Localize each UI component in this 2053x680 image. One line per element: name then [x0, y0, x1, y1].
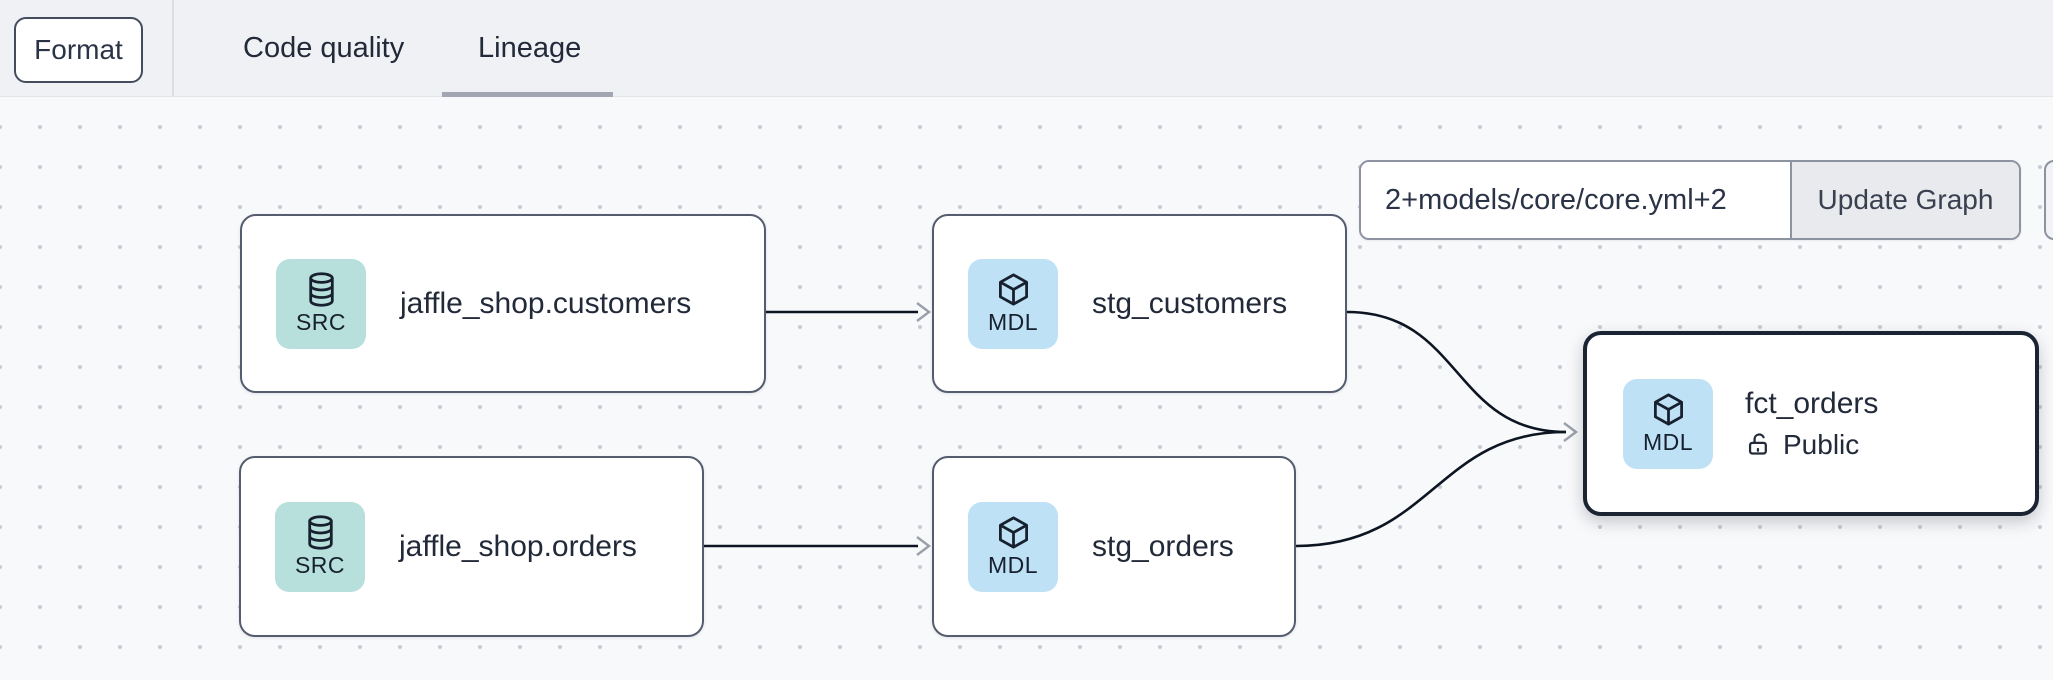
- access-label: Public: [1783, 428, 1860, 460]
- database-icon: [308, 272, 334, 307]
- editor-toolbar: Format Code quality Lineage: [0, 0, 2053, 97]
- node-type-label: SRC: [295, 309, 347, 335]
- access-badge: Public: [1745, 429, 1878, 461]
- node-label: jaffle_shop.customers: [400, 286, 692, 320]
- graph-selector-group: Update Graph: [1359, 160, 2021, 240]
- source-badge: SRC: [275, 501, 365, 592]
- lock-open-icon: [1748, 433, 1767, 455]
- database-icon: [307, 515, 333, 550]
- node-label: stg_orders: [1092, 529, 1234, 563]
- node-type-label: MDL: [987, 552, 1039, 578]
- source-badge: SRC: [276, 258, 366, 349]
- model-badge: MDL: [1623, 378, 1713, 469]
- edge-stg-customers-fct: [1346, 310, 1567, 434]
- tab-lineage[interactable]: Lineage: [478, 31, 582, 64]
- tab-code-quality[interactable]: Code quality: [243, 31, 405, 64]
- node-label: fct_orders: [1745, 386, 1879, 420]
- edge-stg-orders-fct: [1295, 430, 1567, 548]
- node-fct-orders[interactable]: MDL fct_orders Public: [1583, 331, 2039, 516]
- node-stg-customers[interactable]: MDL stg_customers: [932, 214, 1347, 393]
- graph-selector-input[interactable]: [1361, 162, 1790, 238]
- package-icon: [998, 516, 1028, 549]
- node-type-label: MDL: [1642, 429, 1694, 455]
- edge-arrowhead-icon: [916, 536, 931, 556]
- node-type-label: SRC: [294, 552, 346, 578]
- toolbar-divider: [172, 0, 174, 96]
- node-type-label: MDL: [987, 309, 1039, 335]
- update-graph-button[interactable]: Update Graph: [1790, 162, 2019, 238]
- node-label: jaffle_shop.orders: [399, 529, 637, 563]
- clipped-control-button[interactable]: [2044, 160, 2053, 240]
- lineage-canvas[interactable]: SRC jaffle_shop.customers MDL stg_custom…: [0, 97, 2053, 680]
- model-badge: MDL: [968, 501, 1058, 592]
- edge-arrowhead-icon: [916, 302, 931, 322]
- node-jaffle-shop-customers[interactable]: SRC jaffle_shop.customers: [240, 214, 766, 393]
- model-badge: MDL: [968, 258, 1058, 349]
- package-icon: [998, 273, 1028, 306]
- node-stg-orders[interactable]: MDL stg_orders: [932, 456, 1296, 637]
- active-tab-indicator: [442, 92, 613, 97]
- edge-arrowhead-icon: [1563, 422, 1578, 442]
- node-jaffle-shop-orders[interactable]: SRC jaffle_shop.orders: [239, 456, 704, 637]
- lineage-edges: [704, 302, 1578, 556]
- node-label: stg_customers: [1092, 286, 1288, 320]
- package-icon: [1653, 393, 1683, 426]
- format-button[interactable]: Format: [14, 17, 143, 83]
